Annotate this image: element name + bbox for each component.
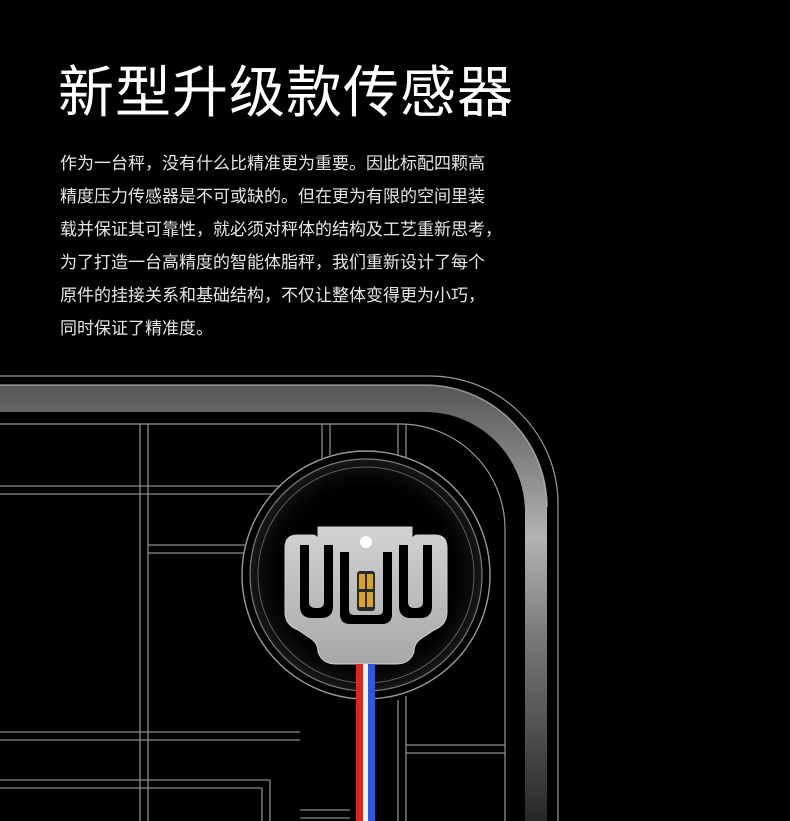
description-line: 载并保证其可靠性，就必须对秤体的结构及工艺重新思考， <box>60 220 502 240</box>
sensor-wires <box>356 664 375 821</box>
frame-structure-lines <box>0 424 505 821</box>
description-line: 精度压力传感器是不可或缺的。但在更为有限的空间里装 <box>60 187 485 207</box>
description-line: 同时保证了精准度。 <box>60 319 213 339</box>
description-line: 作为一台秤，没有什么比精准更为重要。因此标配四颗高 <box>60 154 485 174</box>
description-line: 原件的挂接关系和基础结构，不仅让整体变得更为小巧， <box>60 286 485 306</box>
description-line: 为了打造一台高精度的智能体脂秤，我们重新设计了每个 <box>60 253 485 273</box>
scale-frame-illustration <box>0 375 559 821</box>
feature-description: 作为一台秤，没有什么比精准更为重要。因此标配四颗高 精度压力传感器是不可或缺的。… <box>60 148 560 346</box>
frame-outline <box>0 375 559 821</box>
page-title: 新型升级款传感器 <box>58 61 514 126</box>
pressure-sensor-icon <box>284 526 448 665</box>
frame-rim <box>0 384 548 821</box>
